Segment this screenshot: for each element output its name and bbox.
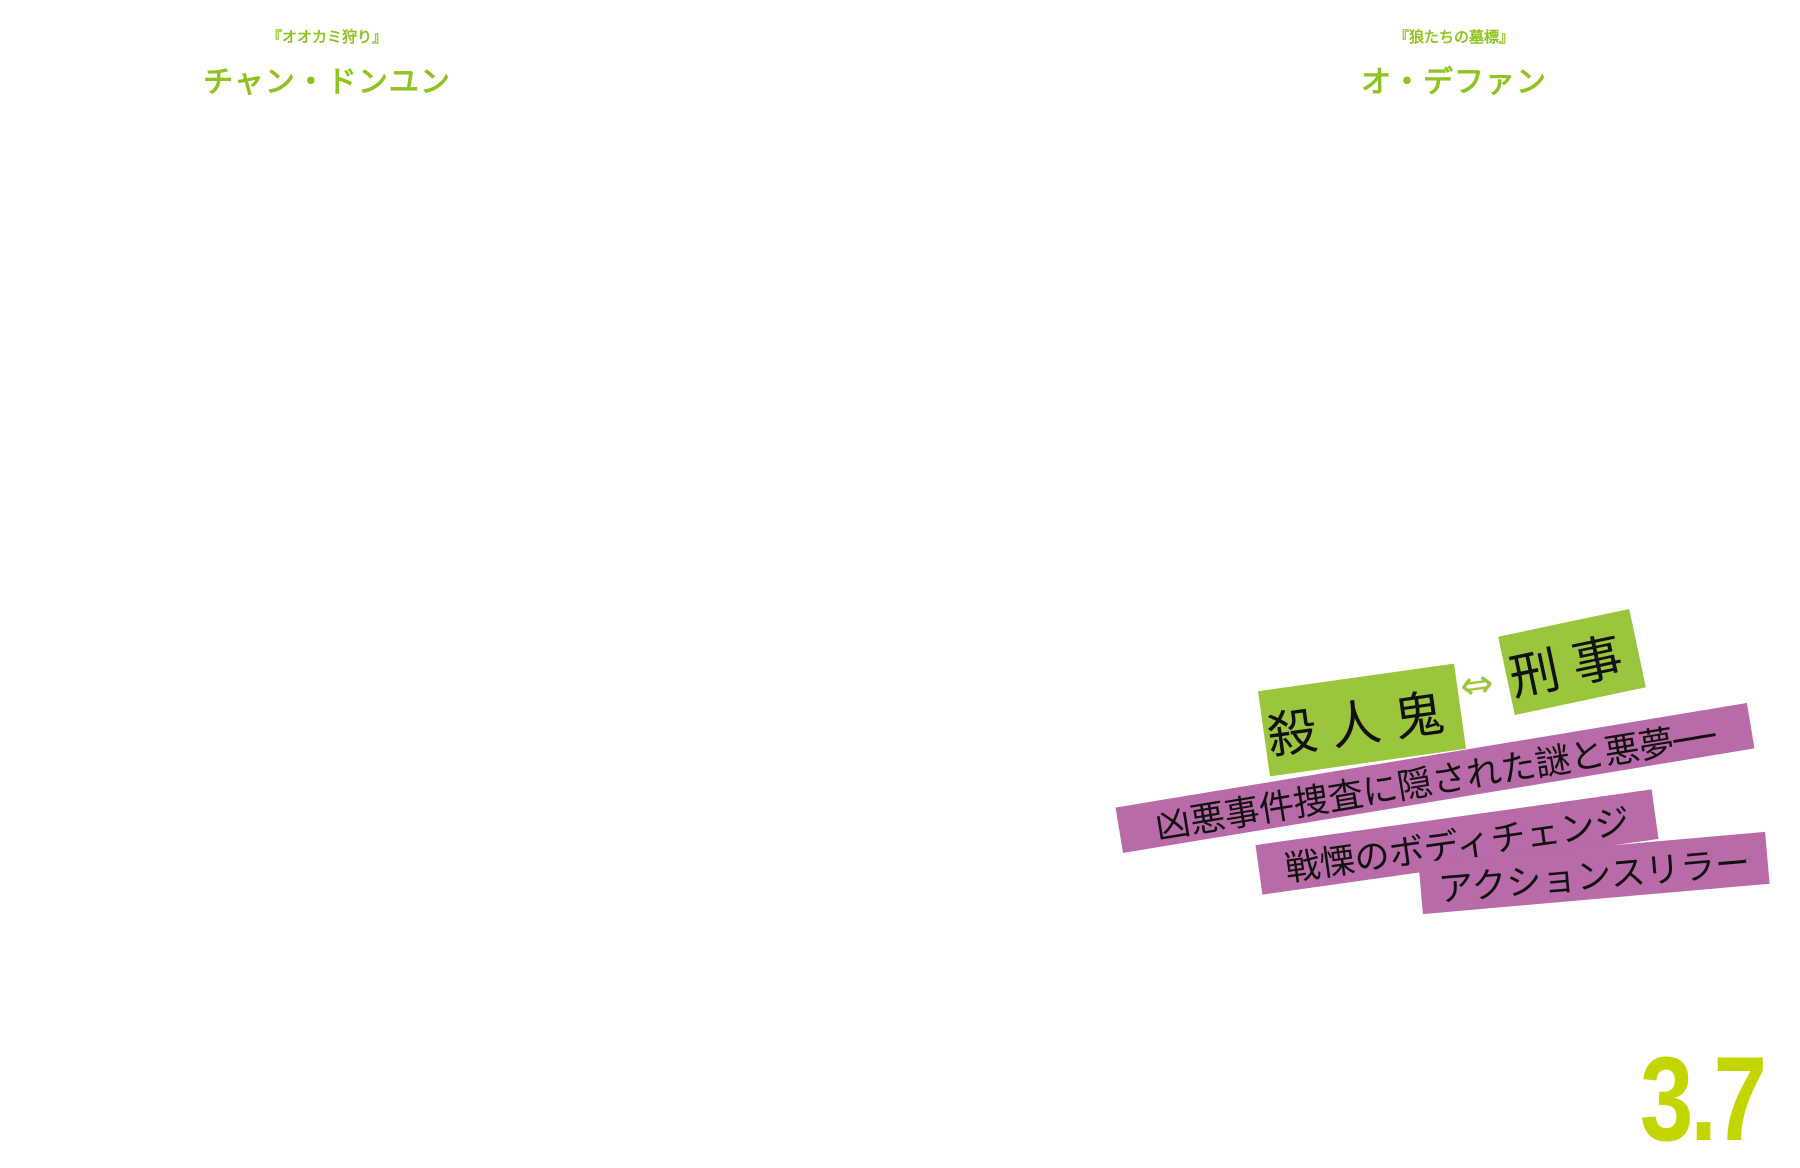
film-title: 『オオカミ狩り』	[266, 28, 387, 46]
release-date: 3.7	[1640, 1032, 1767, 1166]
credit-left: 『オオカミ狩り』 チャン・ドンユン	[127, 26, 527, 101]
credit-right: 『狼たちの墓標』 オ・デファン	[1254, 26, 1654, 101]
film-title: 『狼たちの墓標』	[1393, 28, 1514, 46]
director-name: オ・デファン	[1361, 65, 1547, 100]
director-name: チャン・ドンユン	[203, 65, 451, 100]
detective-label: 刑事	[1498, 608, 1646, 716]
swap-arrow-icon: ⇔	[1456, 659, 1497, 711]
